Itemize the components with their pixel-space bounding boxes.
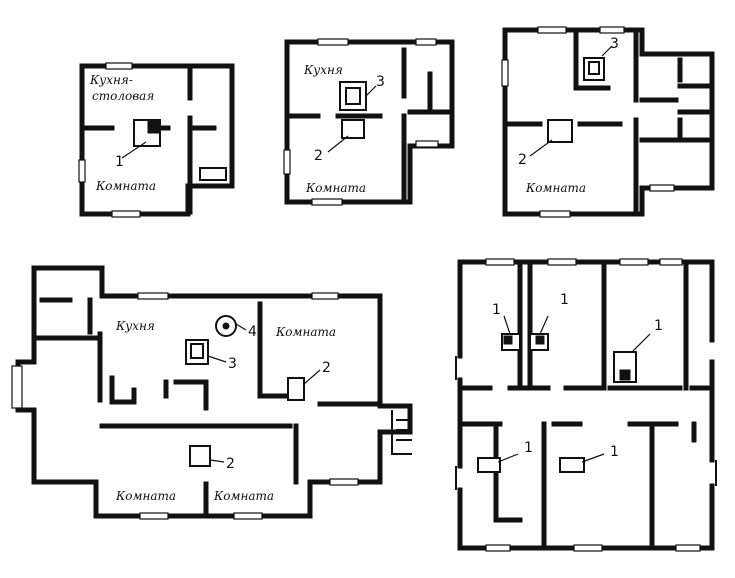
marker-1-c: 1	[654, 318, 663, 334]
plan-1: 1 Кухня- столовая Комната	[78, 62, 235, 218]
marker-1: 1	[115, 154, 124, 170]
stove-2	[547, 119, 573, 143]
stove-2	[341, 119, 365, 139]
stove-1-d	[477, 457, 501, 473]
marker-1-b: 1	[560, 292, 569, 308]
stove-2	[287, 377, 305, 401]
room-label-kitchen: Кухня	[115, 319, 155, 333]
marker-2: 2	[314, 148, 323, 164]
room-label-room-middle: Комната	[213, 489, 274, 503]
stove-2-lower	[189, 445, 211, 467]
marker-2: 2	[322, 360, 331, 376]
room-label-kitchen: Кухня	[303, 63, 343, 77]
plan-5: 1 1 1 1 1	[455, 258, 717, 552]
room-label-kitchen-dining: Кухня-	[89, 73, 133, 87]
marker-1-e: 1	[610, 444, 619, 460]
plan-3: 3 2 Комната	[501, 26, 715, 218]
room-label-room-right: Комната	[275, 325, 336, 339]
plan-2: 3 2 Кухня Комната	[283, 38, 455, 206]
marker-3: 3	[610, 36, 619, 52]
room-label-room: Комната	[95, 179, 156, 193]
marker-3: 3	[228, 356, 237, 372]
room-label-room: Комната	[305, 181, 366, 195]
marker-2: 2	[518, 152, 527, 168]
room-label-room-left: Комната	[115, 489, 176, 503]
marker-1-d: 1	[524, 440, 533, 456]
marker-1-a: 1	[492, 302, 501, 318]
stove-1-e	[559, 457, 585, 473]
marker-2-lower: 2	[226, 456, 235, 472]
room-label-kitchen-dining-2: столовая	[92, 89, 154, 103]
marker-3: 3	[376, 74, 385, 90]
room-label-room: Комната	[525, 181, 586, 195]
marker-4: 4	[248, 324, 257, 340]
plan-4: 4 3 2 2 Кухня Комната Комната Комната	[11, 265, 413, 520]
